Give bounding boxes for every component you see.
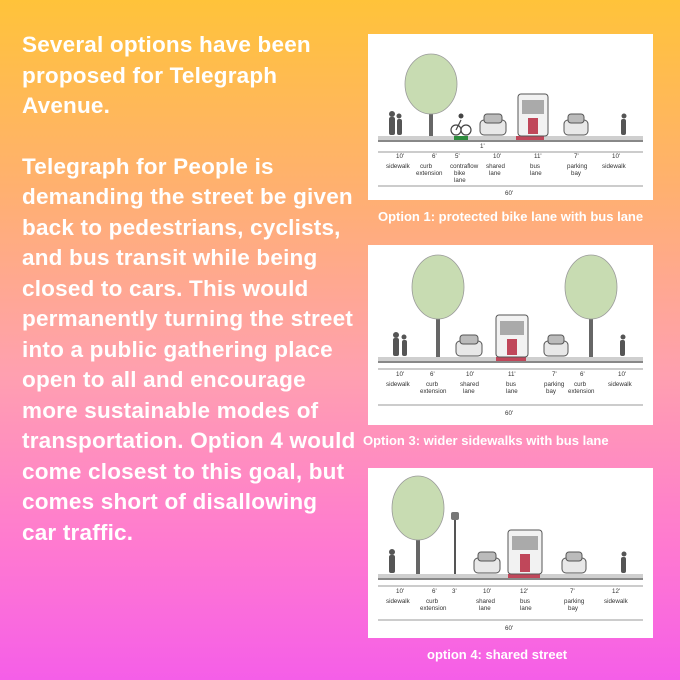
- pedestrian-icon: [621, 113, 627, 135]
- option-1-diagram: 10' 6' 5' 1' 10' 11' 7' 10' sidewalk cur…: [368, 34, 653, 200]
- svg-text:bus: bus: [506, 381, 516, 388]
- svg-text:contraflow: contraflow: [450, 163, 479, 170]
- total-width: 60': [505, 190, 513, 197]
- intro-paragraph-2: Telegraph for People is demanding the st…: [22, 153, 356, 545]
- svg-text:sidewalk: sidewalk: [608, 381, 633, 388]
- option-1-caption: Option 1: protected bike lane with bus l…: [378, 209, 644, 224]
- pedestrian-icon: [393, 332, 399, 356]
- car-icon: [473, 551, 501, 574]
- svg-text:lane: lane: [489, 170, 501, 177]
- tree-icon: [564, 254, 618, 320]
- svg-text:lane: lane: [506, 388, 518, 395]
- svg-text:curb: curb: [574, 381, 587, 388]
- svg-text:60': 60': [505, 410, 513, 417]
- svg-text:6': 6': [432, 153, 437, 160]
- svg-text:lane: lane: [530, 170, 542, 177]
- svg-text:curb: curb: [420, 163, 433, 170]
- car-icon: [455, 334, 483, 357]
- svg-text:shared: shared: [460, 381, 479, 388]
- svg-text:bike: bike: [454, 170, 466, 177]
- bus-lane-marking: [516, 136, 544, 140]
- car-icon: [561, 551, 587, 574]
- width-label: 10': [396, 153, 404, 160]
- car-icon: [563, 113, 589, 136]
- svg-text:sidewalk: sidewalk: [602, 163, 627, 170]
- svg-text:shared: shared: [486, 163, 505, 170]
- svg-text:6': 6': [430, 371, 435, 378]
- svg-text:7': 7': [552, 371, 557, 378]
- pedestrian-icon: [389, 549, 395, 573]
- tree-icon: [404, 53, 458, 115]
- svg-text:5': 5': [455, 153, 460, 160]
- pedestrian-icon: [620, 334, 626, 356]
- streetlamp-icon: [451, 512, 459, 574]
- svg-text:6': 6': [580, 371, 585, 378]
- svg-text:extension: extension: [568, 388, 595, 395]
- svg-text:7': 7': [570, 588, 575, 595]
- tree-icon: [411, 254, 465, 320]
- svg-text:lane: lane: [520, 605, 532, 612]
- svg-text:60': 60': [505, 625, 513, 632]
- svg-text:10': 10': [618, 371, 626, 378]
- svg-text:1': 1': [480, 143, 485, 150]
- intro-text: Several options have been proposed for T…: [22, 30, 357, 548]
- svg-text:parking: parking: [544, 381, 565, 388]
- svg-text:parking: parking: [567, 163, 588, 170]
- svg-text:10': 10': [612, 153, 620, 160]
- bus-icon: [495, 314, 529, 358]
- svg-text:11': 11': [534, 153, 542, 160]
- svg-text:bay: bay: [571, 170, 582, 177]
- option-4-caption: option 4: shared street: [427, 647, 568, 662]
- svg-text:bay: bay: [546, 388, 557, 395]
- svg-text:10': 10': [396, 588, 404, 595]
- svg-text:extension: extension: [420, 605, 447, 612]
- bus-lane-marking: [508, 574, 540, 578]
- svg-text:extension: extension: [416, 170, 443, 177]
- svg-text:shared: shared: [476, 598, 495, 605]
- option-3-caption: Option 3: wider sidewalks with bus lane: [363, 433, 609, 448]
- car-icon: [479, 113, 507, 136]
- intro-paragraph-1: Several options have been proposed for T…: [22, 32, 311, 118]
- svg-text:sidewalk: sidewalk: [386, 598, 411, 605]
- pedestrian-icon: [621, 551, 627, 573]
- bus-icon: [507, 529, 543, 575]
- bike-lane-marking: [454, 136, 468, 140]
- svg-text:10': 10': [493, 153, 501, 160]
- svg-text:10': 10': [396, 371, 404, 378]
- svg-text:12': 12': [520, 588, 528, 595]
- svg-text:parking: parking: [564, 598, 585, 605]
- svg-text:curb: curb: [426, 598, 439, 605]
- svg-text:12': 12': [612, 588, 620, 595]
- svg-text:extension: extension: [420, 388, 447, 395]
- pedestrian-icon: [389, 111, 395, 135]
- svg-text:10': 10': [466, 371, 474, 378]
- lane-label: sidewalk: [386, 163, 411, 170]
- svg-text:10': 10': [483, 588, 491, 595]
- svg-text:6': 6': [432, 588, 437, 595]
- svg-text:lane: lane: [479, 605, 491, 612]
- car-icon: [543, 334, 569, 357]
- bus-lane-marking: [496, 357, 526, 361]
- svg-text:curb: curb: [426, 381, 439, 388]
- svg-text:sidewalk: sidewalk: [386, 381, 411, 388]
- bicycle-icon: [450, 119, 472, 136]
- svg-text:lane: lane: [463, 388, 475, 395]
- svg-text:7': 7': [574, 153, 579, 160]
- svg-text:lane: lane: [454, 177, 466, 184]
- svg-text:sidewalk: sidewalk: [604, 598, 629, 605]
- svg-text:11': 11': [508, 371, 516, 378]
- svg-text:3': 3': [452, 588, 457, 595]
- tree-icon: [391, 475, 445, 541]
- svg-text:bus: bus: [520, 598, 530, 605]
- svg-text:bay: bay: [568, 605, 579, 612]
- bus-icon: [517, 93, 549, 137]
- svg-text:bus: bus: [530, 163, 540, 170]
